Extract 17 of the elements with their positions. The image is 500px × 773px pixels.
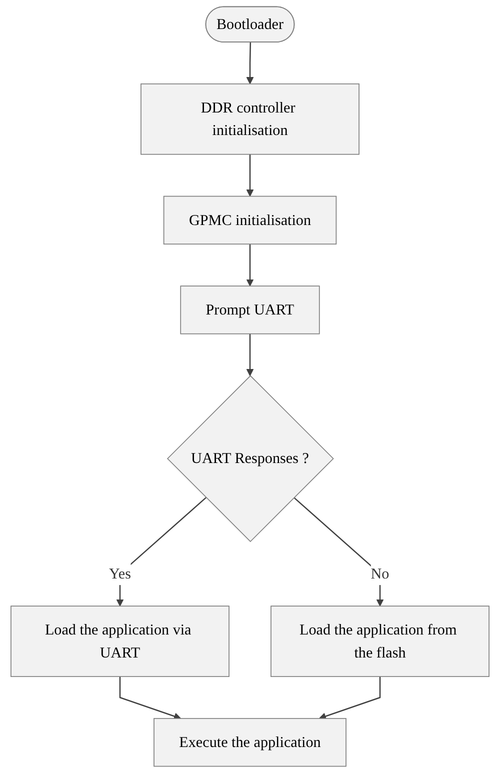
- edge-label: Yes: [109, 564, 131, 582]
- arrow: [246, 244, 254, 286]
- node-box: DDR controller initialisation: [140, 83, 360, 155]
- arrow: [246, 334, 254, 376]
- node-box: Load the application via UART: [10, 606, 230, 677]
- arrow: [246, 154, 254, 197]
- arrow: [119, 676, 182, 720]
- arrow: [116, 497, 206, 606]
- arrow: [246, 42, 254, 84]
- arrow: [318, 676, 381, 720]
- arrow: [294, 497, 384, 606]
- node-box: Load the application from the flash: [270, 606, 490, 677]
- node-diamond: UART Responses ?: [166, 375, 334, 542]
- node-box: Execute the application: [154, 718, 346, 767]
- edge-label: No: [370, 564, 390, 582]
- node-box: GPMC initialisation: [163, 196, 337, 244]
- node-box: Prompt UART: [180, 286, 320, 334]
